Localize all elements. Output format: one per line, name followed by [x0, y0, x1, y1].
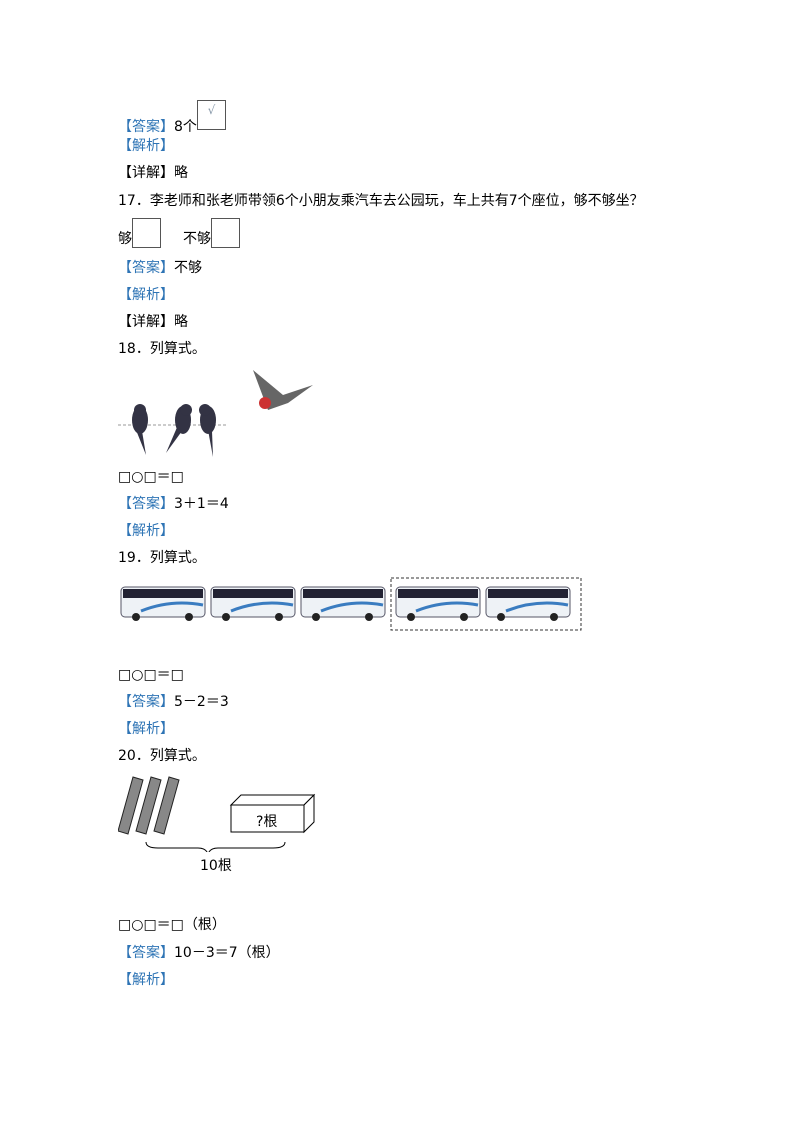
q20-question: 20．列算式。 — [118, 748, 206, 764]
answer-text: 3＋1＝4 — [174, 496, 229, 512]
answer-text: 10－3＝7（根） — [174, 945, 280, 961]
analysis-tag: 【解析】 — [118, 721, 174, 737]
bus-icon — [300, 586, 386, 621]
analysis-tag: 【解析】 — [118, 287, 174, 303]
total-label: 10根 — [200, 858, 232, 874]
bird-icon — [199, 404, 216, 457]
analysis-tag: 【解析】 — [118, 523, 174, 539]
check-box: √ — [196, 100, 226, 130]
option-box[interactable] — [132, 218, 161, 248]
bus-icon — [210, 586, 296, 621]
q19-question: 19．列算式。 — [118, 550, 206, 566]
box-icon — [229, 793, 316, 834]
q17-question: 17．李老师和张老师带领6个小朋友乘汽车去公园玩，车上共有7个座位，够不够坐？ — [118, 193, 644, 209]
stick-icon — [135, 776, 162, 835]
answer-tag: 【答案】 — [118, 119, 174, 135]
answer-text: 8个 — [174, 119, 197, 135]
q18-question: 18．列算式。 — [118, 341, 206, 357]
option-box[interactable] — [211, 218, 240, 248]
buses-image — [120, 577, 582, 631]
birds-image — [118, 370, 313, 457]
analysis-tag: 【解析】 — [118, 138, 174, 154]
q18-answer: 【答案】3＋1＝4 — [118, 495, 229, 513]
detail-text: 略 — [174, 165, 188, 181]
bird-icon — [166, 404, 192, 453]
q17-answer: 【答案】不够 — [118, 259, 202, 277]
bus-icon — [485, 586, 571, 621]
q19-formula: □○□＝□ — [118, 667, 184, 683]
bird-icon — [132, 404, 148, 455]
stick-icon — [153, 776, 180, 835]
answer-text: 5－2＝3 — [174, 694, 229, 710]
answer-text: 不够 — [174, 260, 202, 276]
detail-tag: 【详解】 — [118, 165, 174, 181]
option-label: 够 — [118, 231, 132, 247]
answer-tag: 【答案】 — [118, 945, 174, 961]
sticks-diagram — [118, 776, 316, 852]
answer-tag: 【答案】 — [118, 260, 174, 276]
option-label: 不够 — [183, 231, 211, 247]
stick-icon — [118, 776, 144, 835]
q20-answer: 【答案】10－3＝7（根） — [118, 944, 280, 962]
q16-detail: 【详解】略 — [118, 164, 188, 182]
q20-formula: □○□＝□（根） — [118, 917, 226, 933]
answer-tag: 【答案】 — [118, 694, 174, 710]
bus-icon — [395, 586, 481, 621]
q18-formula: □○□＝□ — [118, 469, 184, 485]
box-label: ?根 — [256, 814, 278, 830]
q19-answer: 【答案】5－2＝3 — [118, 693, 229, 711]
answer-tag: 【答案】 — [118, 496, 174, 512]
analysis-tag: 【解析】 — [118, 972, 174, 988]
q16-answer: 【答案】8个√ — [118, 100, 226, 136]
bus-icon — [120, 586, 206, 621]
detail-text: 略 — [174, 314, 188, 330]
q17-options: 够 不够 — [118, 218, 240, 248]
flying-bird-icon — [253, 370, 313, 410]
detail-tag: 【详解】 — [118, 314, 174, 330]
q17-detail: 【详解】略 — [118, 313, 188, 331]
